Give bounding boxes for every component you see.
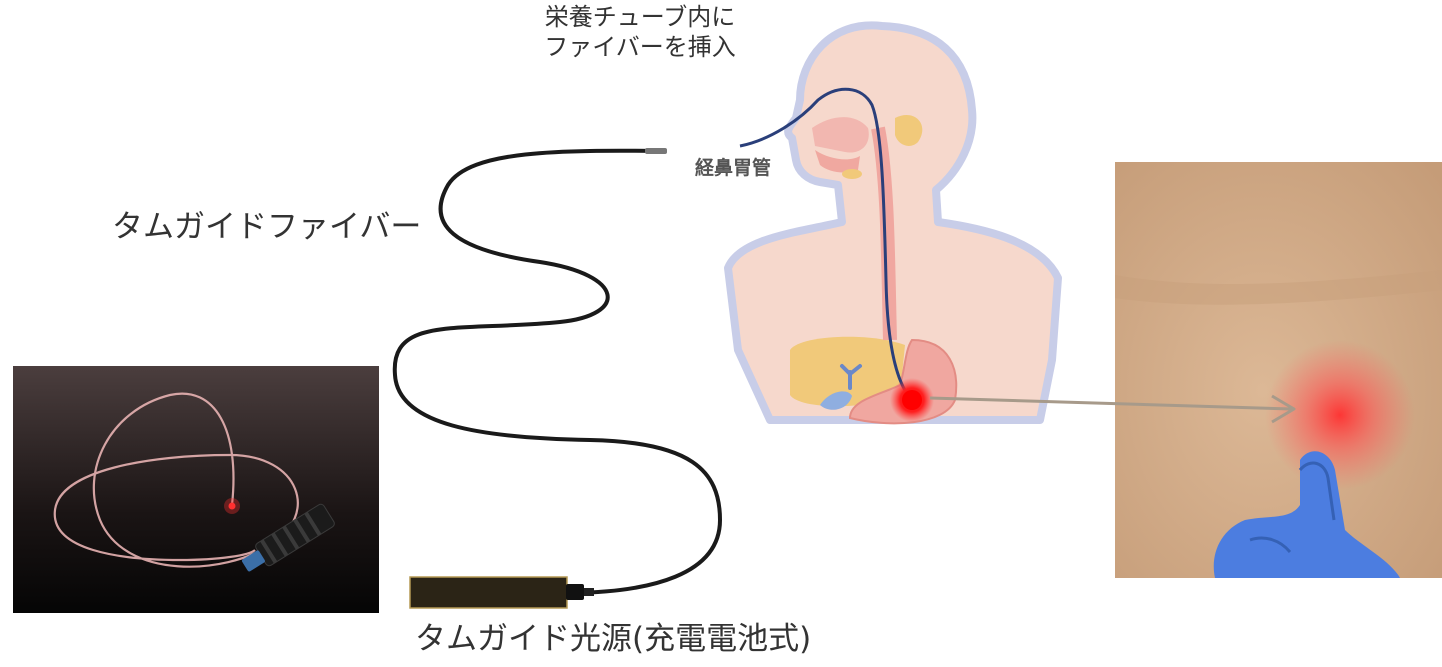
- body-illustration: [728, 25, 1058, 423]
- insert-caption-line2: ファイバーを挿入: [515, 32, 765, 62]
- skin-photo: [1115, 162, 1442, 578]
- light-source-device: [410, 577, 594, 608]
- light-source-label: タムガイド光源(充電電池式): [415, 620, 811, 659]
- fiber-label: タムガイドファイバー: [112, 208, 421, 247]
- ngt-label: 経鼻胃管: [695, 157, 771, 181]
- fiber-product-photo: [13, 366, 379, 613]
- fiber-tip: [645, 148, 667, 154]
- fiber-cable: [395, 151, 720, 593]
- insert-caption-line1: 栄養チューブ内に: [515, 2, 765, 32]
- insert-caption: 栄養チューブ内に ファイバーを挿入: [515, 2, 765, 62]
- skin-light-glow: [1265, 340, 1415, 490]
- ear: [895, 115, 922, 146]
